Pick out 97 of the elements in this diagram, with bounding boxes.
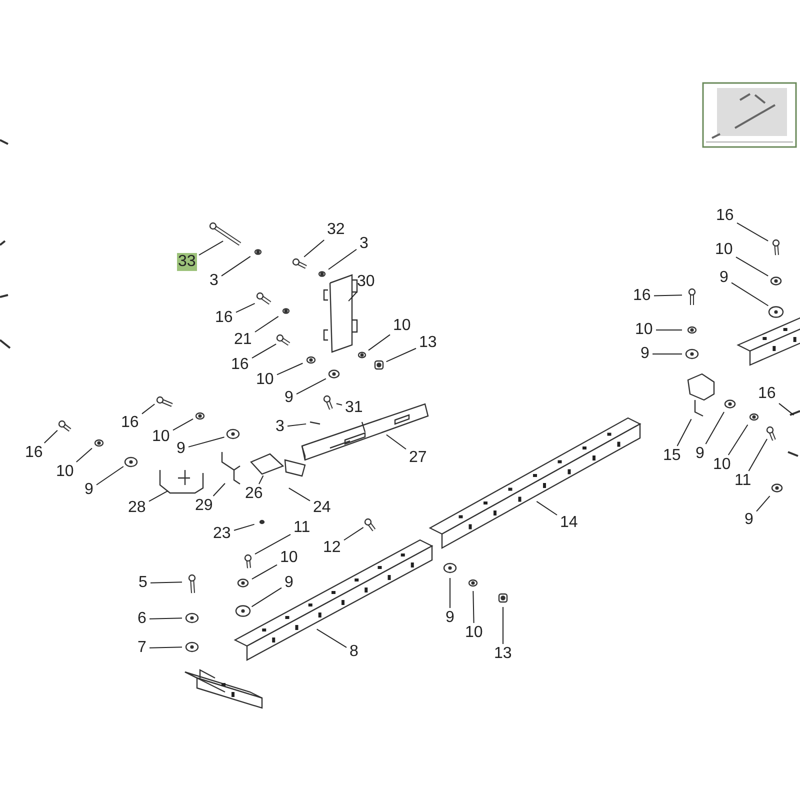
leader-line xyxy=(251,587,282,608)
leader-line xyxy=(386,434,406,450)
leader-line xyxy=(676,418,692,446)
callout-number: 9 xyxy=(176,440,186,458)
callout-number: 28 xyxy=(127,499,147,517)
leader-line xyxy=(304,240,325,258)
callout-number: 11 xyxy=(292,519,312,537)
callout-number: 14 xyxy=(559,514,579,532)
callout-number: 10 xyxy=(392,317,412,335)
leader-line xyxy=(236,302,256,313)
callout-number: 6 xyxy=(136,610,148,628)
callout-number: 33 xyxy=(177,253,197,271)
callout-number: 16 xyxy=(757,385,777,403)
leader-line xyxy=(344,526,364,541)
leader-line xyxy=(221,256,251,276)
callout-number: 10 xyxy=(151,428,171,446)
leader-line xyxy=(736,256,769,276)
leader-line xyxy=(188,436,225,448)
leader-line xyxy=(728,424,748,456)
leader-line xyxy=(149,646,182,648)
leader-line xyxy=(296,378,326,395)
leader-line xyxy=(148,490,168,502)
callout-number: 9 xyxy=(444,609,456,627)
callout-number: 11 xyxy=(734,472,752,490)
callout-number: 30 xyxy=(356,273,376,291)
callout-number: 9 xyxy=(284,389,294,407)
leader-line xyxy=(276,362,304,376)
leader-line xyxy=(536,500,558,516)
leader-line xyxy=(251,564,278,580)
callout-number: 8 xyxy=(348,643,360,661)
callout-number: 16 xyxy=(715,207,735,225)
callout-number: 7 xyxy=(136,639,148,657)
callout-number: 10 xyxy=(714,241,734,259)
leader-line xyxy=(348,292,358,302)
leader-line xyxy=(316,628,347,648)
callout-number: 16 xyxy=(230,356,250,374)
leader-line xyxy=(234,524,255,531)
callout-number: 3 xyxy=(208,272,220,290)
leader-line xyxy=(44,430,58,444)
callout-number: 13 xyxy=(493,645,513,663)
leader-line xyxy=(502,606,504,644)
leader-line xyxy=(172,418,194,431)
leader-line xyxy=(287,423,307,427)
callout-number: 16 xyxy=(24,444,44,462)
callout-number: 3 xyxy=(274,418,286,436)
callout-number: 9 xyxy=(284,574,294,592)
leader-line xyxy=(96,466,124,486)
leader-line xyxy=(212,482,226,496)
callout-number: 10 xyxy=(464,624,484,642)
callout-number: 29 xyxy=(194,497,214,515)
callout-number: 9 xyxy=(694,445,706,463)
leader-line xyxy=(198,240,224,256)
callout-number: 15 xyxy=(662,447,682,465)
leader-line xyxy=(386,348,416,362)
callout-number: 21 xyxy=(233,331,253,349)
leader-line xyxy=(142,404,156,414)
leader-line xyxy=(149,618,182,620)
callout-number: 10 xyxy=(634,321,654,339)
leader-line xyxy=(368,334,390,351)
leader-line xyxy=(252,344,277,359)
leader-line xyxy=(150,582,182,584)
leader-line xyxy=(254,316,279,332)
leader-line xyxy=(76,448,92,462)
callout-number: 10 xyxy=(712,456,732,474)
leader-line xyxy=(328,248,357,270)
callout-number: 27 xyxy=(408,449,428,467)
callout-number: 26 xyxy=(244,485,264,503)
callout-number: 3 xyxy=(358,235,370,253)
callout-number: 24 xyxy=(312,499,332,517)
leader-line xyxy=(731,282,769,306)
leader-line xyxy=(748,438,768,472)
callout-number: 31 xyxy=(344,399,364,417)
callout-number: 10 xyxy=(55,463,75,481)
leader-line xyxy=(736,222,769,242)
leader-line xyxy=(258,475,264,484)
callout-number: 13 xyxy=(418,334,438,352)
callout-number: 32 xyxy=(326,221,346,239)
callout-number: 9 xyxy=(718,269,730,287)
callout-number: 9 xyxy=(84,481,94,499)
leader-line xyxy=(756,496,770,512)
callout-number: 9 xyxy=(640,345,650,363)
callout-number: 5 xyxy=(138,574,148,592)
callout-number: 9 xyxy=(744,511,754,529)
leader-line xyxy=(288,488,310,502)
callout-number: 16 xyxy=(214,309,234,327)
leader-line xyxy=(778,402,794,416)
callout-number: 23 xyxy=(212,525,232,543)
leader-line xyxy=(654,294,682,296)
leader-line xyxy=(254,534,291,555)
callout-number: 10 xyxy=(255,371,275,389)
leader-line xyxy=(472,590,474,624)
leader-line xyxy=(705,411,725,444)
callout-number: 16 xyxy=(632,287,652,305)
leader-line xyxy=(336,403,342,406)
callout-number: 10 xyxy=(279,549,299,567)
callout-number: 12 xyxy=(322,539,342,557)
callout-number: 16 xyxy=(120,414,140,432)
